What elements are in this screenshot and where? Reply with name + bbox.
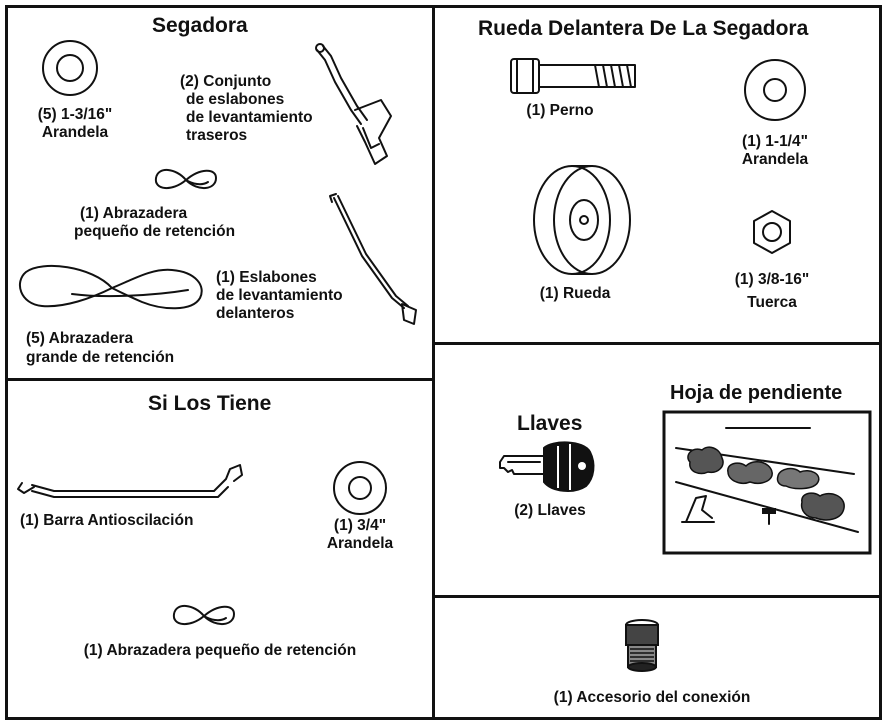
small-retaining-clip-icon	[154, 169, 217, 189]
rear-links-label-1: (2) Conjunto	[180, 73, 272, 90]
rear-links-label-3: de levantamiento	[186, 109, 313, 126]
small-clip-label-1: (1) Abrazadera	[80, 205, 188, 222]
rear-links-label-2: de eslabones	[186, 91, 285, 108]
rear-links-label-4: traseros	[186, 127, 248, 144]
large-retaining-clip-icon	[18, 264, 203, 310]
washer-small-icon	[333, 461, 387, 515]
wheel-label: (1) Rueda	[539, 285, 611, 302]
nut-name-label: Tuerca	[747, 294, 797, 311]
sway-bar-icon	[17, 464, 243, 498]
rueda-panel	[432, 5, 882, 345]
front-links-label-2: de levantamiento	[216, 287, 343, 304]
front-links-label-1: (1) Eslabones	[216, 269, 317, 286]
rueda-title: Rueda Delantera De La Segadora	[478, 17, 809, 40]
llaves-title: Llaves	[517, 412, 583, 435]
washer-large-icon	[42, 40, 98, 96]
si-clip-label: (1) Abrazadera pequeño de retención	[83, 642, 357, 659]
washer-name-label: Arandela	[41, 124, 109, 141]
accesorio-panel	[432, 595, 882, 720]
large-clip-label-2: grande de retención	[26, 349, 175, 366]
bolt-label: (1) Perno	[526, 102, 594, 119]
si-washer-name-label: Arandela	[326, 535, 394, 552]
segadora-title: Segadora	[152, 14, 248, 37]
nut-icon	[753, 210, 791, 254]
large-clip-label-1: (5) Abrazadera	[26, 330, 134, 347]
small-clip-label-2: pequeño de retención	[74, 223, 236, 240]
front-lift-link-icon	[329, 193, 417, 325]
sway-bar-label: (1) Barra Antioscilación	[20, 512, 194, 529]
si-washer-qty-label: (1) 3/4"	[333, 517, 387, 534]
rueda-washer-qty-label: (1) 1-1/4"	[742, 133, 808, 150]
key-icon	[499, 441, 595, 492]
washer-qty-label: (5) 1-3/16"	[37, 106, 113, 123]
si-los-tiene-title: Si Los Tiene	[148, 392, 272, 415]
fitting-label: (1) Accesorio del conexión	[553, 689, 751, 706]
wheel-icon	[533, 165, 631, 275]
front-links-label-3: delanteros	[216, 305, 295, 322]
washer-medium-icon	[744, 59, 806, 121]
fitting-icon	[625, 619, 659, 672]
segadora-panel	[5, 5, 435, 381]
si-los-tiene-panel	[5, 378, 435, 720]
slope-sheet-title: Hoja de pendiente	[670, 382, 843, 404]
nut-qty-label: (1) 3/8-16"	[734, 271, 810, 288]
rear-lift-link-icon	[315, 43, 392, 165]
slope-sheet-illustration	[662, 410, 872, 555]
small-retaining-clip-icon-2	[172, 605, 235, 625]
bolt-icon	[510, 58, 636, 94]
keys-label: (2) Llaves	[514, 502, 586, 519]
rueda-washer-name-label: Arandela	[741, 151, 809, 168]
